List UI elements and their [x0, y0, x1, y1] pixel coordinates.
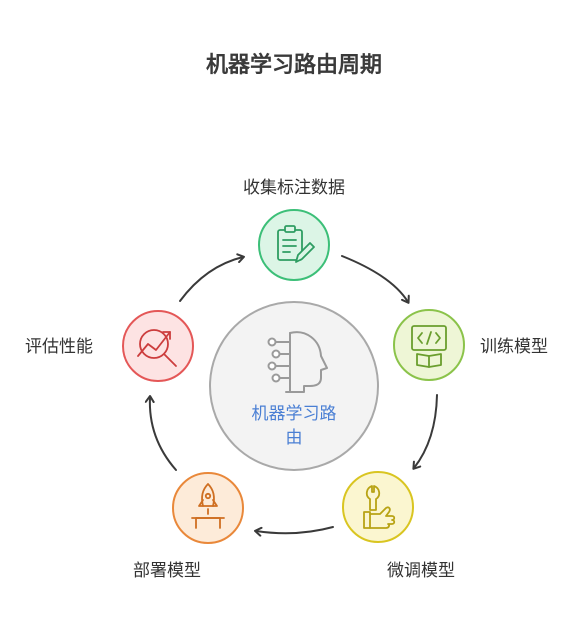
- step-circle-train: [393, 309, 465, 381]
- center-label-line2: 由: [286, 428, 303, 448]
- clipboard-pencil-icon: [277, 225, 315, 263]
- step-circle-collect: [258, 209, 330, 281]
- step-circle-finetune: [342, 471, 414, 543]
- wrench-thumb-icon: [363, 485, 396, 529]
- arrow-finetune-to-deploy: [254, 526, 334, 537]
- center-hub: 机器学习路 由: [209, 301, 379, 471]
- arrow-deploy-to-evaluate: [144, 395, 177, 471]
- step-evaluate-performance[interactable]: 评估性能: [25, 310, 194, 382]
- code-book-icon: [411, 325, 447, 368]
- step-collect-data[interactable]: 收集标注数据: [243, 178, 345, 281]
- magnify-chart-icon: [137, 329, 177, 367]
- step-deploy-model[interactable]: 部署模型: [133, 472, 244, 581]
- step-label-train: 训练模型: [480, 337, 548, 357]
- center-circle: [209, 301, 379, 471]
- step-train-model[interactable]: 训练模型: [393, 309, 548, 381]
- head-circuit-icon: [267, 331, 328, 393]
- step-circle-deploy: [172, 472, 244, 544]
- step-label-deploy: 部署模型: [133, 561, 201, 581]
- diagram-title: 机器学习路由周期: [206, 52, 382, 78]
- step-label-evaluate: 评估性能: [25, 337, 93, 357]
- step-label-finetune: 微调模型: [387, 561, 455, 581]
- arrow-train-to-finetune: [412, 394, 438, 470]
- arrow-collect-to-train: [341, 255, 410, 304]
- step-finetune-model[interactable]: 微调模型: [342, 471, 455, 581]
- step-label-collect: 收集标注数据: [243, 178, 345, 198]
- center-label-line1: 机器学习路: [252, 404, 337, 424]
- rocket-launch-icon: [191, 483, 225, 529]
- arrow-evaluate-to-collect: [179, 253, 245, 302]
